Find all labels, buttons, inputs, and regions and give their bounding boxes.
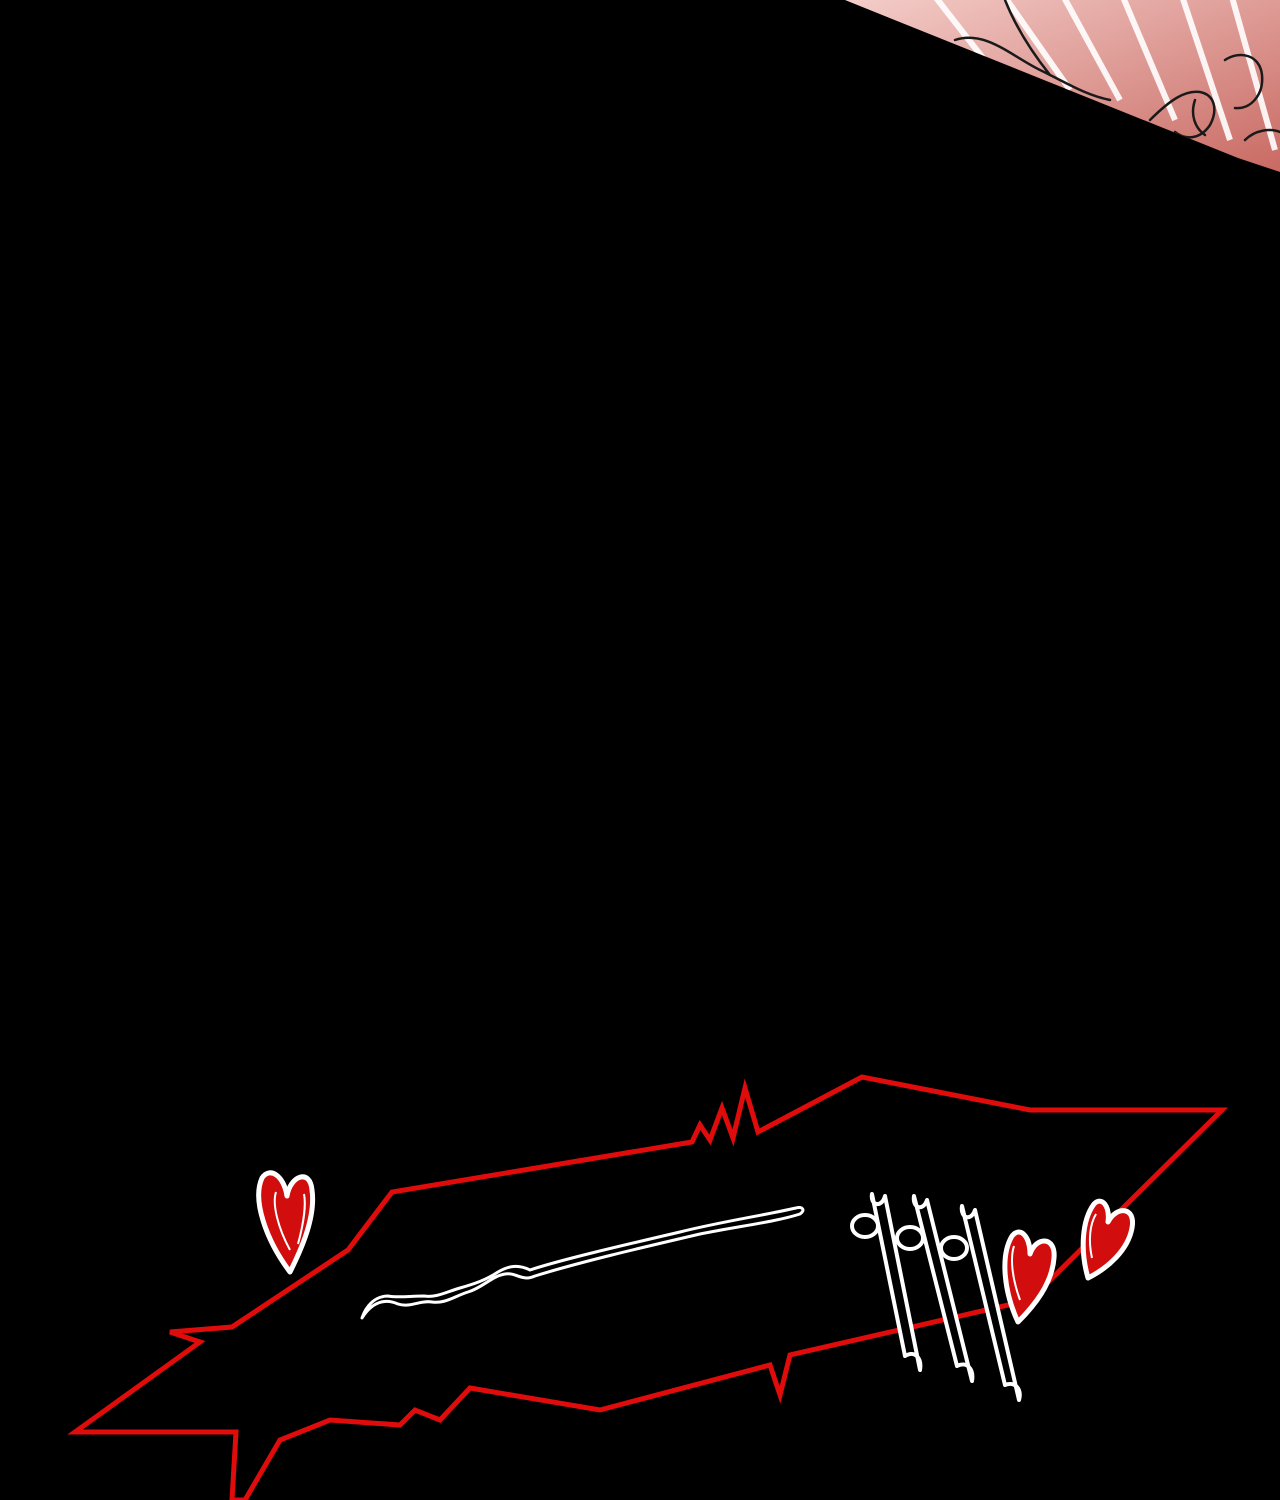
exclamation-mark-icon — [869, 1192, 1022, 1402]
jagged-speech-bubble — [67, 1074, 1229, 1500]
ellipsis-dot — [939, 1235, 969, 1261]
heart-icon — [1080, 1198, 1135, 1281]
heart-icon — [256, 1170, 316, 1275]
corner-panel-fill — [845, 0, 1280, 172]
ellipsis-dot — [895, 1225, 925, 1251]
corner-panel — [845, 0, 1280, 172]
heart-icon — [1002, 1229, 1057, 1325]
ellipsis-icon — [850, 1213, 969, 1261]
ellipsis-dot — [850, 1213, 880, 1239]
squiggle-line-icon — [360, 1206, 805, 1320]
